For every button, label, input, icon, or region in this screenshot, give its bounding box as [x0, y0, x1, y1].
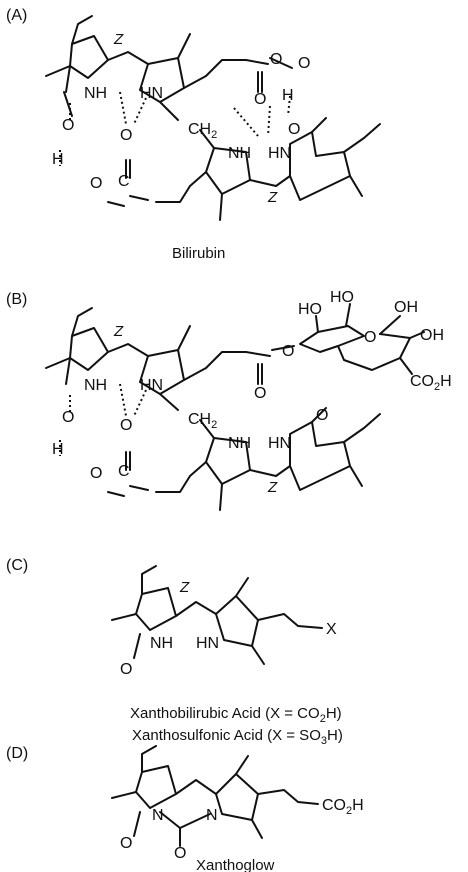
panel-label-d: (D)	[6, 745, 28, 762]
bilirubin-structure: Z NH HN O O O O O H O CH2 NH HN H O C Z	[45, 15, 381, 221]
nh-label: NH	[150, 635, 173, 652]
xanthobilirubic-structure: Z NH HN O X	[111, 565, 337, 678]
hydroxyl-label: OH	[394, 299, 418, 316]
oxygen-label: O	[282, 343, 294, 360]
carboxylic-acid-label: CO2H	[322, 797, 364, 817]
oxygen-label: O	[254, 385, 266, 402]
hn-label: HN	[140, 377, 163, 394]
isomer-z-label: Z	[267, 189, 278, 206]
oxygen-label: O	[288, 121, 300, 138]
oxygen-label: O	[254, 91, 266, 108]
xanthoglow-structure: N N O O CO2H	[111, 745, 364, 862]
oxygen-label: O	[174, 845, 186, 862]
hn-label: HN	[268, 145, 291, 162]
ch2-label: CH2	[188, 411, 217, 431]
carbon-label: C	[118, 173, 130, 190]
oxygen-label: O	[120, 127, 132, 144]
hydroxyl-label: HO	[330, 289, 354, 306]
isomer-z-label: Z	[113, 323, 124, 340]
ring-oxygen-label: O	[364, 329, 376, 346]
oxygen-label: O	[120, 835, 132, 852]
hn-label: HN	[140, 85, 163, 102]
nh-label: NH	[228, 435, 251, 452]
oxygen-label: O	[316, 407, 328, 424]
oxygen-label: O	[120, 417, 132, 434]
isomer-z-label: Z	[179, 579, 190, 596]
ch2-label: CH2	[188, 121, 217, 141]
hydrogen-label: H	[52, 441, 64, 458]
caption-bilirubin: Bilirubin	[172, 245, 225, 262]
oxygen-label: O	[298, 55, 310, 72]
caption-xanthosulfonic-acid: Xanthosulfonic Acid (X = SO3H)	[132, 727, 343, 747]
carbon-label: C	[118, 463, 130, 480]
hydroxyl-label: OH	[420, 327, 444, 344]
nitrogen-label: N	[152, 807, 164, 824]
panel-label-a: (A)	[6, 7, 27, 24]
oxygen-label: O	[270, 51, 282, 68]
hydrogen-label: H	[282, 87, 294, 104]
nitrogen-label: N	[206, 807, 218, 824]
substituent-x-label: X	[326, 621, 337, 638]
carboxylic-acid-label: CO2H	[410, 373, 452, 393]
hydroxyl-label: HO	[298, 301, 322, 318]
isomer-z-label: Z	[267, 479, 278, 496]
oxygen-label: O	[120, 661, 132, 678]
hn-label: HN	[196, 635, 219, 652]
oxygen-label: O	[62, 117, 74, 134]
hn-label: HN	[268, 435, 291, 452]
glucuronide-structure: Z NH HN O O O O HO HO OH OH O CO2H CH2 N…	[45, 289, 452, 511]
nh-label: NH	[228, 145, 251, 162]
oxygen-label: O	[90, 465, 102, 482]
nh-label: NH	[84, 85, 107, 102]
oxygen-label: O	[62, 409, 74, 426]
hydrogen-label: H	[52, 151, 64, 168]
caption-xanthoglow: Xanthoglow	[196, 857, 275, 872]
panel-label-c: (C)	[6, 557, 28, 574]
isomer-z-label: Z	[113, 31, 124, 48]
oxygen-label: O	[90, 175, 102, 192]
nh-label: NH	[84, 377, 107, 394]
panel-label-b: (B)	[6, 291, 27, 308]
caption-xanthobilirubic-acid: Xanthobilirubic Acid (X = CO2H)	[130, 705, 342, 725]
